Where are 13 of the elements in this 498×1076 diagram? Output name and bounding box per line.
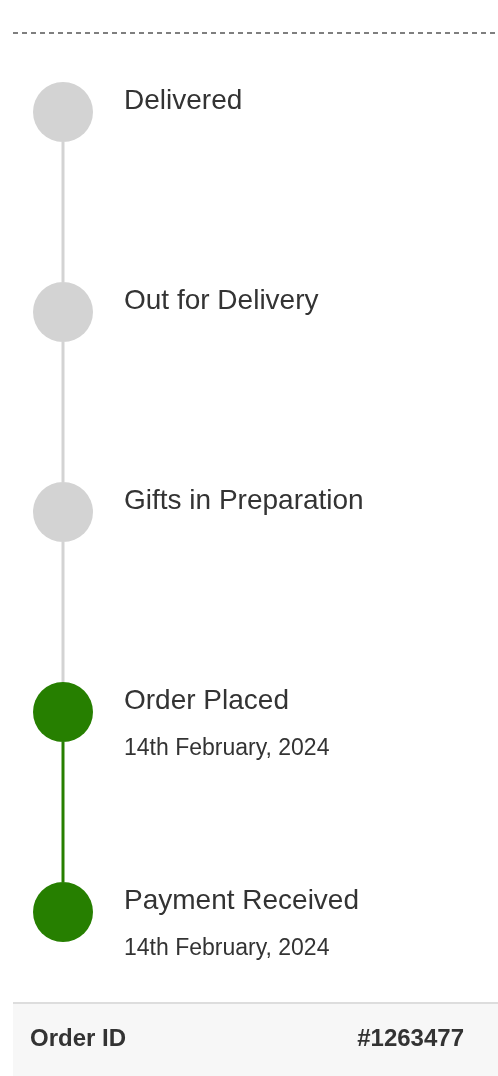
- connector-line: [61, 142, 65, 282]
- field-label: Order ID: [30, 1024, 127, 1052]
- status-title: Order Placed: [124, 684, 289, 716]
- status-title: Gifts in Preparation: [124, 484, 364, 516]
- status-date: 14th February, 2024: [124, 934, 330, 961]
- connector-line: [61, 342, 65, 482]
- status-title: Out for Delivery: [124, 284, 319, 316]
- connector-line: [61, 542, 65, 682]
- status-date: 14th February, 2024: [124, 734, 330, 761]
- connector-line: [61, 742, 65, 882]
- status-title: Delivered: [124, 84, 243, 116]
- field-value: #1263477: [357, 1024, 464, 1052]
- status-title: Payment Received: [124, 884, 359, 916]
